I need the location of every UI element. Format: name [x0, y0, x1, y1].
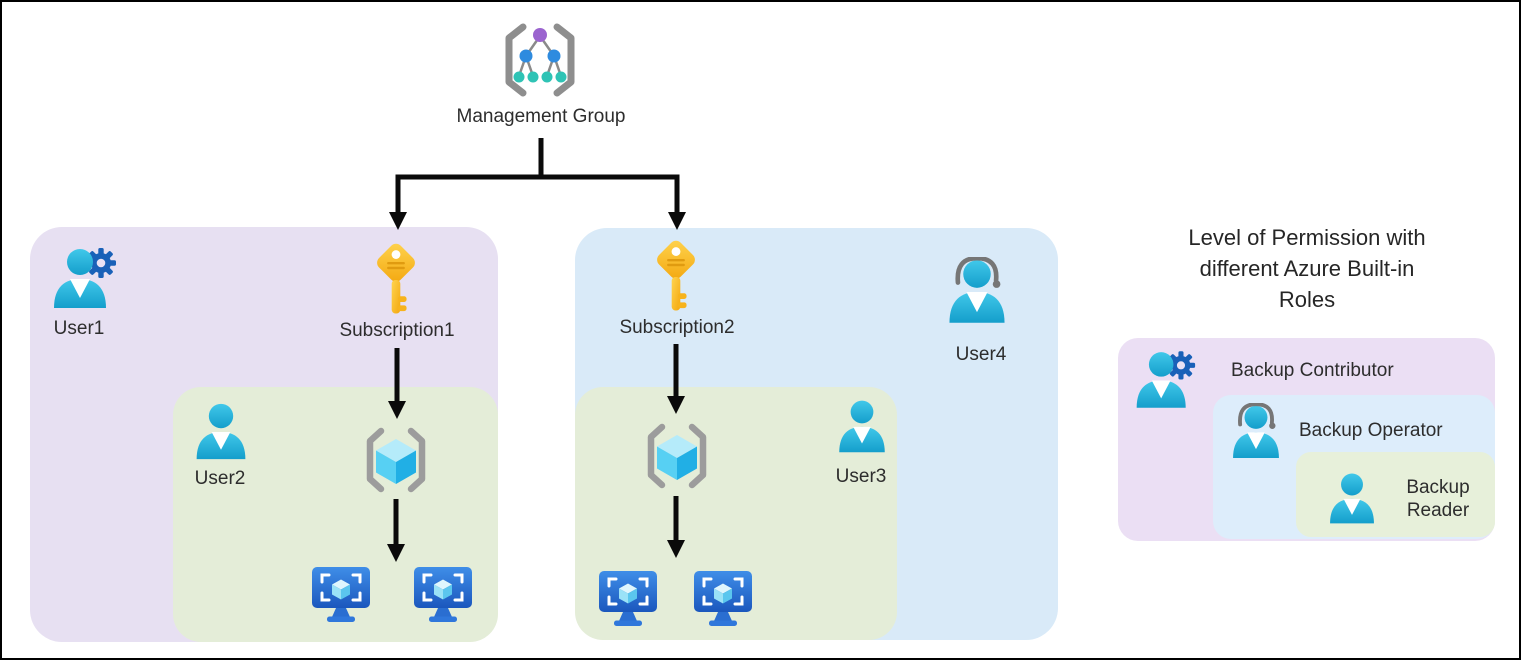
vm-icon [692, 570, 754, 628]
user2-icon [191, 401, 251, 461]
legend-title: Level of Permission with different Azure… [1135, 222, 1479, 315]
arrowhead-sub1 [389, 212, 407, 230]
subscription2-label: Subscription2 [619, 317, 735, 338]
backup-operator-label: Backup Operator [1299, 420, 1443, 441]
user1-gear-icon [48, 246, 118, 310]
management-group-icon [494, 22, 586, 98]
arrowhead-vms2 [667, 540, 685, 558]
vm-icon [412, 566, 474, 624]
subscription1-label: Subscription1 [339, 320, 455, 341]
backup-contributor-label: Backup Contributor [1231, 360, 1394, 381]
subscription1-key-icon [373, 241, 419, 317]
resource-group1-icon [357, 424, 435, 496]
backup-reader-label: Backup Reader [1406, 477, 1470, 521]
vm-icon [597, 570, 659, 628]
subscription2-key-icon [653, 238, 699, 314]
legend-title-line1: Level of Permission with [1188, 225, 1426, 250]
arrowhead-vms1 [387, 544, 405, 562]
arrowhead-rg2 [667, 396, 685, 414]
management-group-label: Management Group [456, 106, 626, 127]
arrowhead-rg1 [388, 401, 406, 419]
user4-label: User4 [955, 344, 1007, 365]
legend-user-headset-icon [1226, 403, 1286, 460]
user4-headset-icon [941, 257, 1013, 325]
vm-icon [310, 566, 372, 624]
resource-group2-icon [638, 420, 716, 492]
legend-backup-reader-box [1296, 452, 1495, 537]
legend-title-line2: different Azure Built-in [1199, 256, 1415, 281]
user3-icon [834, 398, 890, 454]
user1-label: User1 [53, 318, 105, 339]
legend-title-line3: Roles [1278, 287, 1336, 312]
legend-user-icon [1325, 471, 1379, 525]
user2-label: User2 [194, 468, 246, 489]
arrowhead-sub2 [668, 212, 686, 230]
legend-user-gear-icon [1131, 349, 1197, 410]
user3-label: User3 [835, 466, 887, 487]
